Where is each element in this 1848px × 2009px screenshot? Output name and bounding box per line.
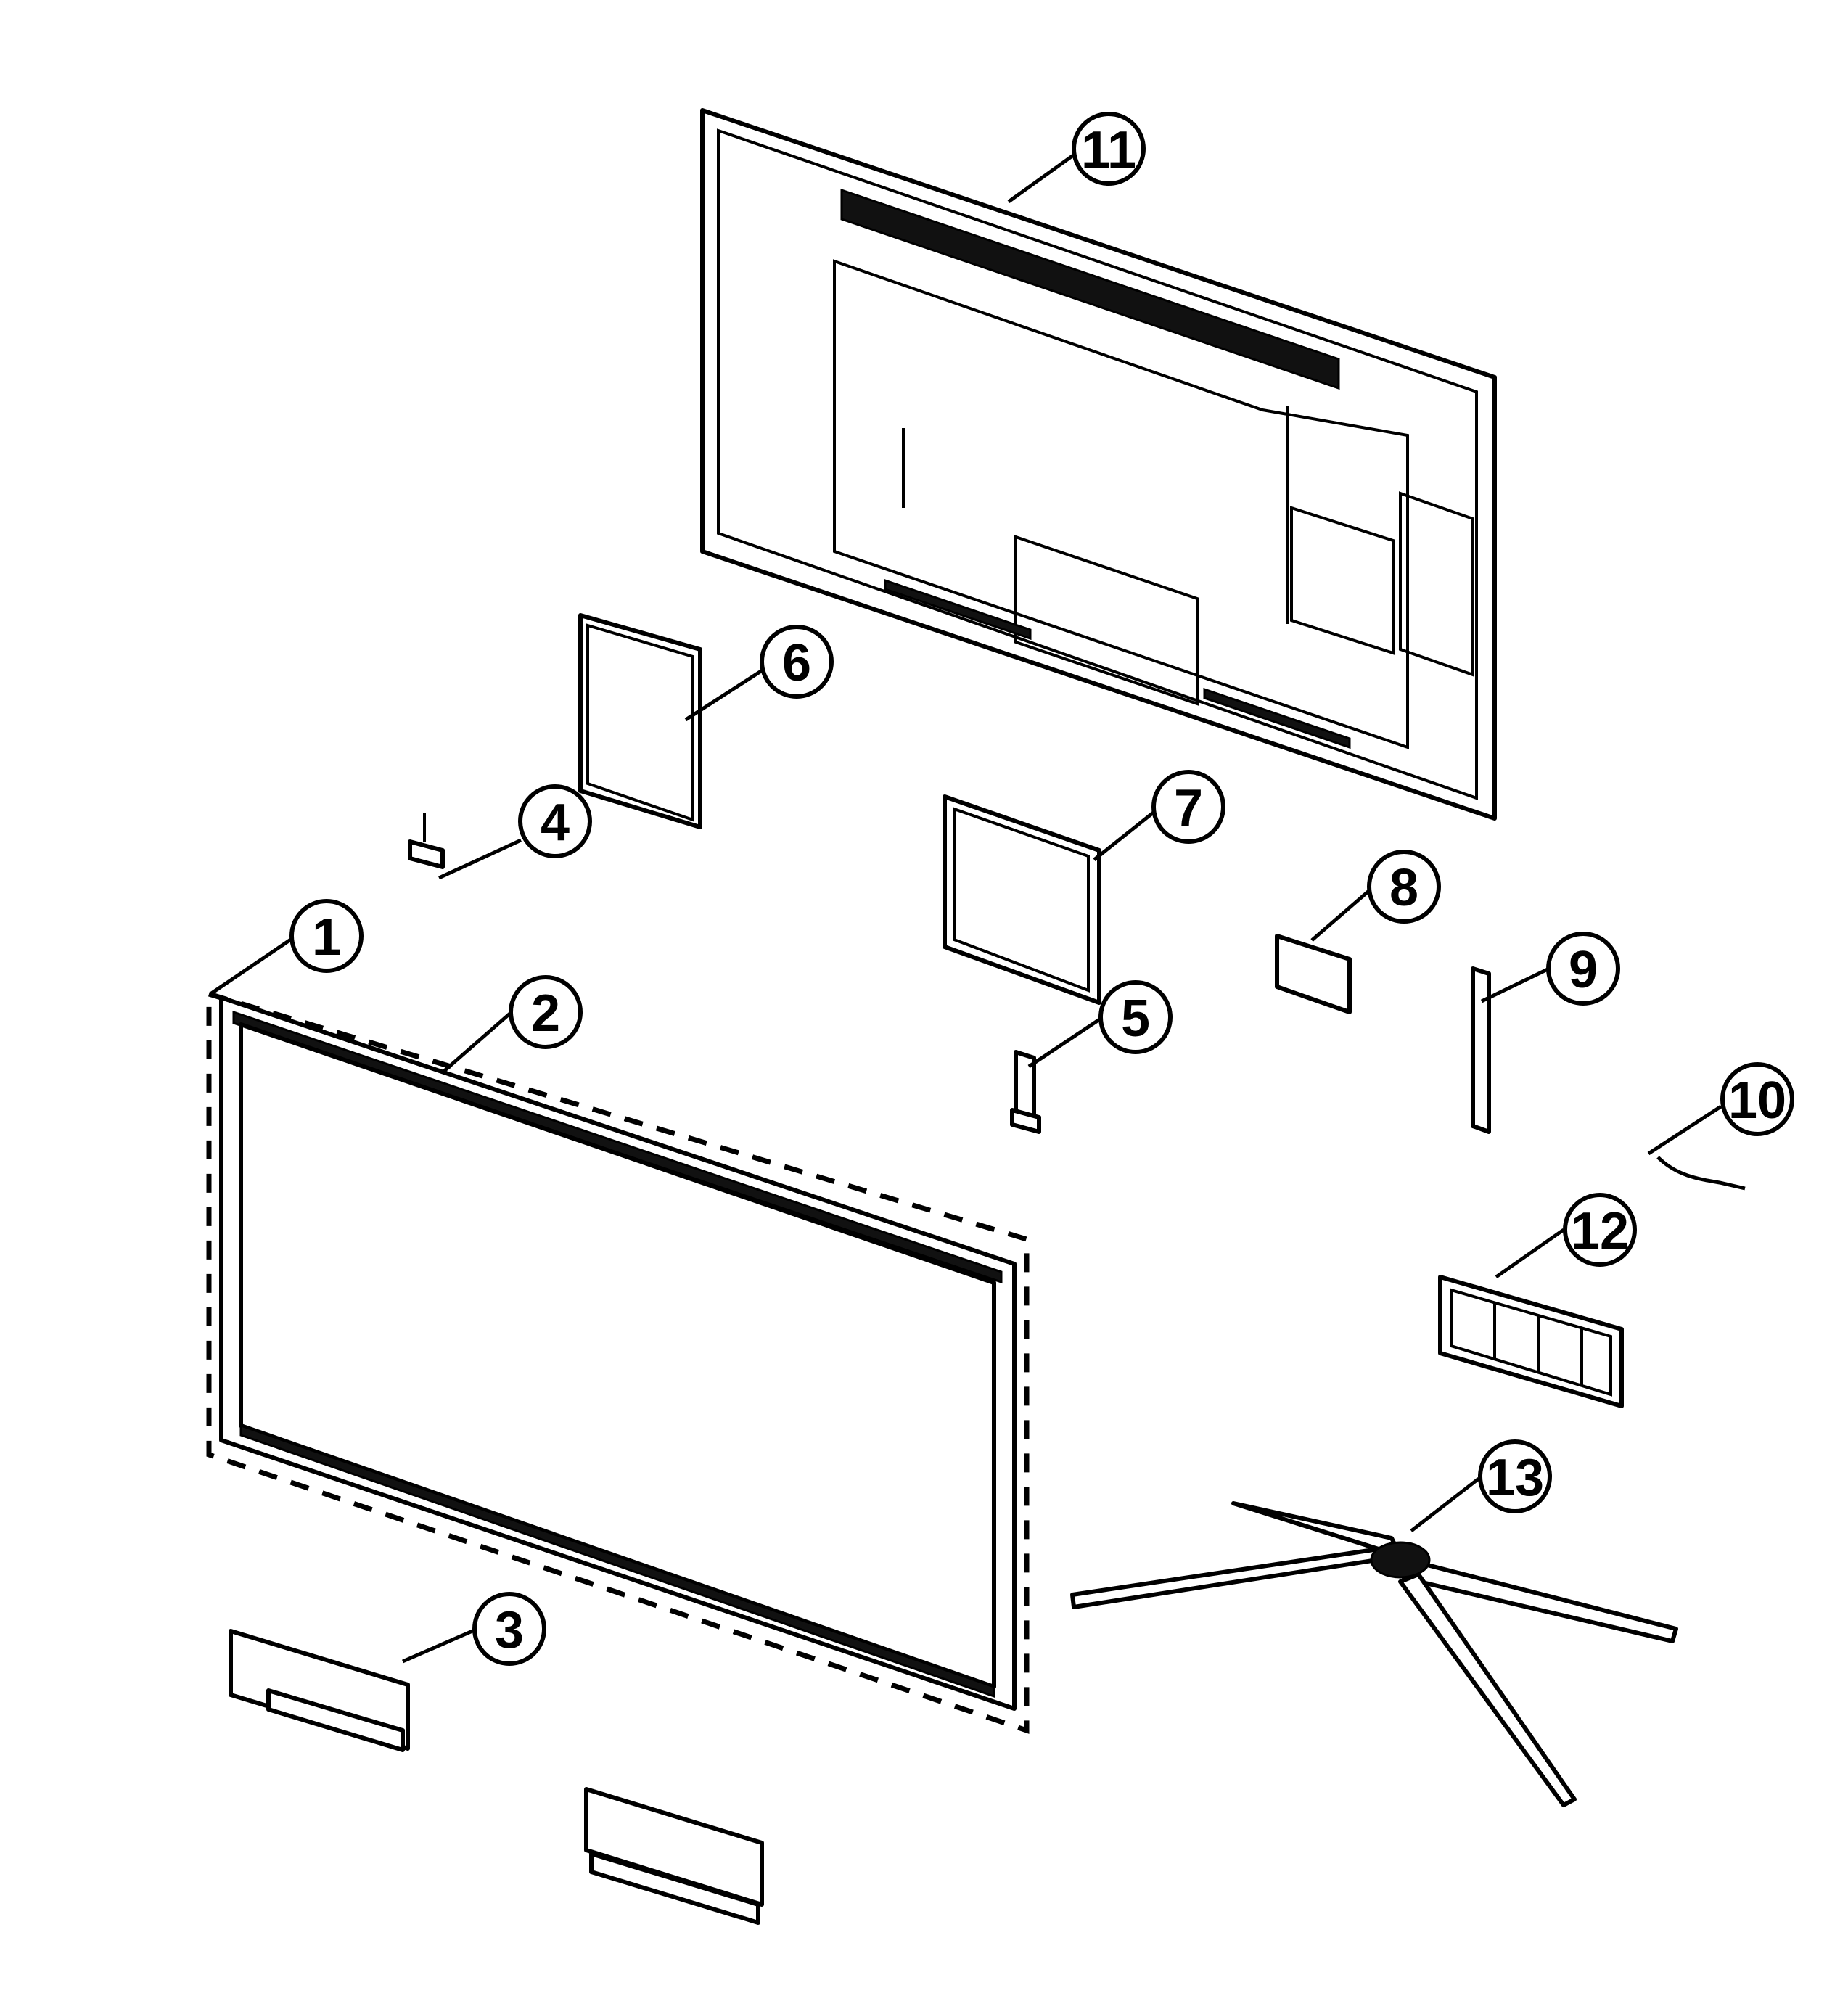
main-board-part-7 [943, 794, 1101, 1005]
cable-part-10 [1656, 1156, 1746, 1191]
lcd-panel [219, 995, 1017, 1711]
callout-1-label: 1 [312, 908, 341, 966]
leader-lines [209, 152, 1722, 1664]
callout-7: 7 [1151, 770, 1225, 844]
stand-base-part-13 [1070, 1501, 1678, 1807]
clip-part-4 [408, 813, 445, 869]
callout-2-label: 2 [531, 985, 560, 1043]
callout-5-label: 5 [1121, 990, 1150, 1048]
callout-3-label: 3 [495, 1601, 524, 1659]
callout-11-label: 11 [1081, 121, 1136, 179]
callout-11: 11 [1072, 112, 1146, 186]
callout-6: 6 [760, 625, 834, 699]
board-part-6 [578, 613, 702, 829]
clip-part-5 [1010, 1050, 1041, 1134]
callout-13-label: 13 [1486, 1449, 1544, 1507]
wall-bracket-right [584, 1787, 764, 1925]
callout-7-label: 7 [1174, 779, 1203, 837]
callout-13: 13 [1478, 1439, 1552, 1513]
callout-9: 9 [1546, 932, 1620, 1006]
panel-assembly-outline [206, 990, 1030, 1734]
callout-10: 10 [1720, 1062, 1794, 1136]
callout-12: 12 [1563, 1193, 1637, 1267]
strip-part-9 [1471, 966, 1491, 1134]
callout-8: 8 [1367, 850, 1441, 924]
wall-bracket-left [229, 1629, 410, 1752]
callout-10-label: 10 [1728, 1072, 1786, 1130]
callout-5: 5 [1098, 980, 1173, 1054]
callout-3: 3 [472, 1592, 546, 1666]
callout-2: 2 [509, 975, 583, 1049]
callout-4: 4 [518, 784, 592, 858]
callout-9-label: 9 [1569, 941, 1598, 999]
callout-4-label: 4 [541, 794, 570, 852]
callout-6-label: 6 [782, 634, 811, 692]
callout-12-label: 12 [1571, 1202, 1629, 1260]
stand-bracket-part-12 [1438, 1275, 1624, 1408]
bracket-part-8 [1275, 934, 1352, 1014]
rear-cover [700, 108, 1497, 821]
callout-8-label: 8 [1389, 859, 1418, 917]
callout-1: 1 [289, 899, 364, 973]
